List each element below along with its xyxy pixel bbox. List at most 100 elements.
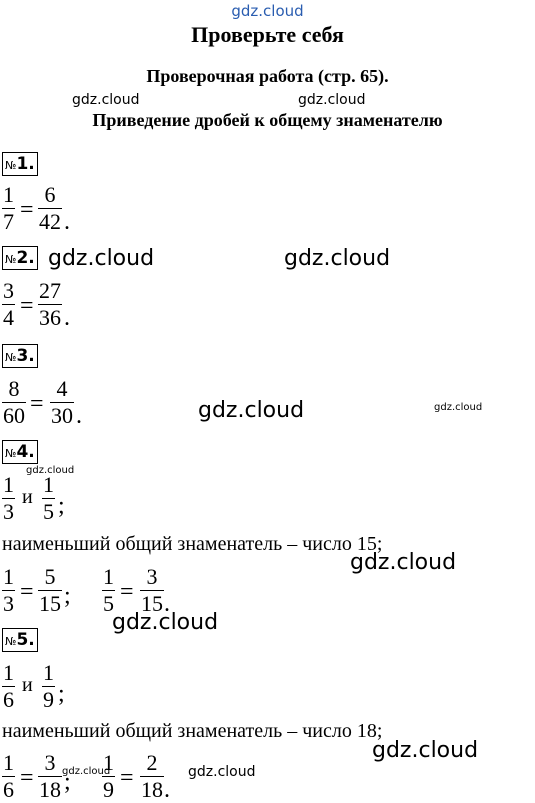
numerator: 1 <box>43 660 54 685</box>
watermark: gdz.cloud <box>350 550 457 575</box>
denominator: 15 <box>141 591 163 616</box>
number-sign: № <box>5 447 17 460</box>
watermark: gdz.cloud <box>72 92 140 108</box>
denominator: 5 <box>43 499 54 524</box>
work-subtitle: Проверочная работа (стр. 65). <box>146 66 389 86</box>
denominator: 36 <box>39 305 61 330</box>
denominator: 42 <box>39 209 61 234</box>
watermark: gdz.cloud <box>26 465 75 476</box>
page-title: Проверьте себя <box>191 22 344 47</box>
denominator: 4 <box>3 305 14 330</box>
number-sign: № <box>5 253 17 266</box>
numerator: 1 <box>103 564 114 589</box>
task-number-5: №5. <box>2 628 38 652</box>
watermark: gdz.cloud <box>372 738 479 763</box>
task-number-4: №4. <box>2 440 38 464</box>
equals-sign: = <box>30 391 44 417</box>
lcd-text: наименьший общий знаменатель – число 18; <box>2 720 383 742</box>
lcd-text: наименьший общий знаменатель – число 15; <box>2 533 383 555</box>
watermark: gdz.cloud <box>62 766 111 777</box>
task-digit: 3. <box>16 346 35 366</box>
numerator: 5 <box>44 564 56 589</box>
numerator: 1 <box>3 564 14 589</box>
equals-sign: = <box>20 197 34 223</box>
equals-sign: = <box>20 765 34 791</box>
numerator: 1 <box>43 472 54 497</box>
period: . <box>164 591 170 617</box>
equals-sign: = <box>120 579 134 605</box>
numerator: 27 <box>39 278 61 303</box>
watermark: gdz.cloud <box>198 398 305 423</box>
numerator: 1 <box>3 660 14 685</box>
numerator: 8 <box>8 376 20 401</box>
denominator: 3 <box>3 591 14 616</box>
denominator: 7 <box>3 209 14 234</box>
equals-sign: = <box>20 579 34 605</box>
numerator: 3 <box>3 278 14 303</box>
watermark: gdz.cloud <box>188 764 256 780</box>
task-number-1: №1. <box>2 152 38 176</box>
period: . <box>76 403 82 429</box>
number-sign: № <box>5 351 17 364</box>
denominator: 60 <box>3 403 25 428</box>
period: . <box>64 209 70 235</box>
denominator: 30 <box>51 403 73 428</box>
topic-heading: Приведение дробей к общему знаменателю <box>92 110 443 130</box>
numerator: 1 <box>3 182 14 207</box>
number-sign: № <box>5 159 17 172</box>
conjunction: и <box>22 674 33 696</box>
watermark: gdz.cloud <box>284 246 391 271</box>
number-sign: № <box>5 635 17 648</box>
task-digit: 2. <box>16 248 35 268</box>
numerator: 1 <box>103 750 114 775</box>
numerator: 1 <box>3 472 14 497</box>
watermark: gdz.cloud <box>434 402 483 413</box>
equals-sign: = <box>20 293 34 319</box>
denominator: 9 <box>103 777 114 802</box>
numerator: 2 <box>146 750 158 775</box>
semicolon: ; <box>64 769 71 795</box>
denominator: 6 <box>3 687 14 712</box>
watermark: gdz.cloud <box>231 2 304 20</box>
denominator: 9 <box>43 687 54 712</box>
task-digit: 5. <box>16 630 35 650</box>
denominator: 15 <box>39 591 61 616</box>
denominator: 6 <box>3 777 14 802</box>
numerator: 6 <box>44 182 56 207</box>
watermark: gdz.cloud <box>112 610 219 635</box>
equals-sign: = <box>120 765 134 791</box>
watermark: gdz.cloud <box>298 92 366 108</box>
semicolon: ; <box>58 681 65 707</box>
task-digit: 1. <box>16 154 35 174</box>
denominator: 5 <box>103 591 114 616</box>
denominator: 18 <box>39 777 61 802</box>
period: . <box>164 777 170 803</box>
denominator: 18 <box>141 777 163 802</box>
watermark: gdz.cloud <box>48 246 155 271</box>
task-number-2: №2. <box>2 246 38 270</box>
period: . <box>64 305 70 331</box>
semicolon: ; <box>58 493 65 519</box>
numerator: 1 <box>3 750 14 775</box>
numerator: 4 <box>56 376 68 401</box>
numerator: 3 <box>44 750 56 775</box>
task-digit: 4. <box>16 442 35 462</box>
